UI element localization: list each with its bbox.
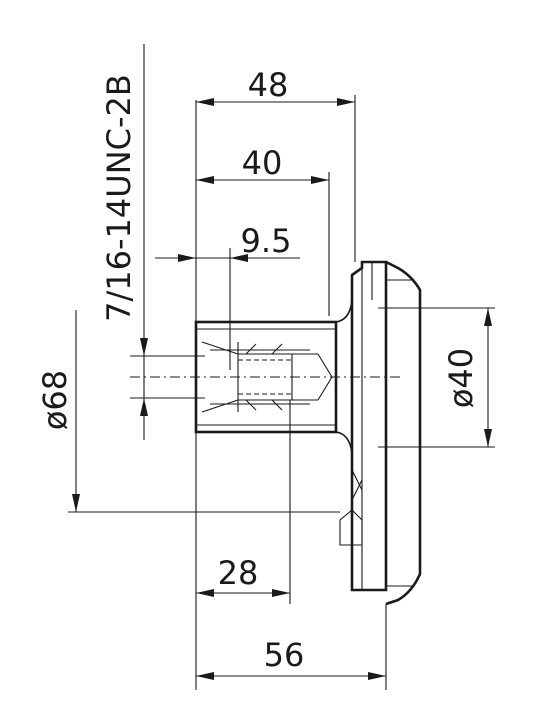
dim-48: 48	[196, 66, 355, 106]
neck-bottom	[335, 431, 353, 470]
dim-56: 56	[196, 636, 386, 680]
flange-plate	[350, 260, 388, 592]
dim-thread-label: 7/16-14UNC-2B	[100, 74, 138, 322]
dim-40: 40	[196, 144, 329, 184]
extension-lines	[68, 95, 495, 690]
dim-9-5: 9.5	[155, 222, 300, 262]
flange-lug	[339, 509, 363, 546]
dim-dia-68-label: ø68	[36, 370, 74, 430]
dim-dia-68: ø68	[36, 310, 80, 512]
dim-dia-40-label: ø40	[442, 348, 480, 408]
dim-28-label: 28	[218, 554, 259, 592]
dim-dia-40: ø40	[442, 308, 492, 447]
dim-thread: 7/16-14UNC-2B	[100, 44, 148, 440]
cover-cap	[385, 260, 422, 606]
dim-28: 28	[196, 554, 290, 597]
dim-40-label: 40	[242, 144, 283, 182]
dim-48-label: 48	[248, 66, 289, 104]
dim-56-label: 56	[264, 636, 305, 674]
dim-9-5-label: 9.5	[241, 222, 292, 260]
neck-top	[335, 285, 353, 323]
part-outline	[130, 260, 422, 606]
